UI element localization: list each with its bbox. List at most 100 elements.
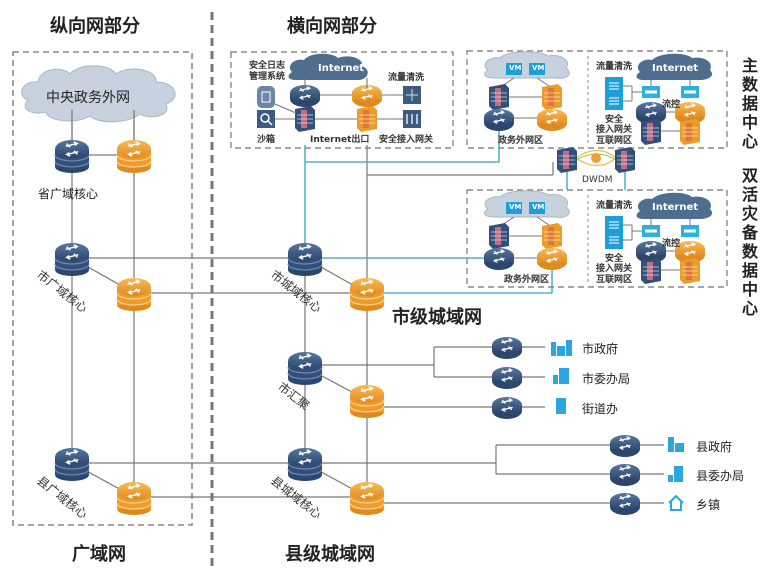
- backup-dc-internet-orange-firewall[interactable]: [679, 257, 701, 285]
- main-dc-gov-zone-label: 政务外网区: [498, 136, 544, 146]
- backup-dc-internet-zone-label: 互联网区: [596, 275, 633, 285]
- dwdm-left-device[interactable]: [556, 146, 578, 174]
- main-dc-frame: [466, 50, 728, 149]
- town-label: 乡镇: [696, 498, 721, 512]
- internet-exit-label: Internet出口: [310, 135, 370, 145]
- main-dc-internet-cloud: [636, 53, 713, 80]
- main-dc-navy-router[interactable]: [484, 109, 514, 131]
- internet-cloud: [288, 53, 368, 80]
- main-dc-flow-control-label: 流控: [662, 100, 681, 110]
- backup-dc-orange-router[interactable]: [537, 248, 567, 270]
- horizontal-section-title: 横向网部分: [287, 16, 377, 37]
- backup-dc-navy-firewall[interactable]: [488, 222, 510, 250]
- city-office-label: 市委办局: [582, 372, 631, 386]
- log-system-label-1: 安全日志: [249, 61, 286, 71]
- city-gov-router[interactable]: [492, 337, 522, 359]
- main-dc-gateway-label-1: 安全: [605, 115, 624, 125]
- wan-frame: [12, 51, 193, 526]
- main-dc-internet-navy-firewall[interactable]: [640, 118, 662, 146]
- main-dc-orange-firewall[interactable]: [541, 83, 563, 111]
- street-office-router[interactable]: [492, 397, 522, 419]
- internet-exit-navy-firewall[interactable]: [294, 105, 316, 133]
- central-cloud-label: 中央政务外网: [46, 90, 130, 106]
- backup-dc-vm-2-label: VM: [532, 203, 545, 211]
- log-server-icon: [257, 86, 275, 108]
- backup-dc-flow-control-label: 流控: [662, 239, 681, 249]
- main-dc-flow-control-1[interactable]: [642, 86, 660, 98]
- city-metro-core-orange-switch[interactable]: [350, 278, 384, 311]
- internet-exit-orange-firewall[interactable]: [356, 105, 378, 133]
- wan-links: [71, 120, 367, 498]
- backup-dc-navy-router[interactable]: [484, 248, 514, 270]
- city-wan-core-navy-switch[interactable]: [55, 243, 89, 276]
- main-dc-title: 主数据中心: [741, 56, 758, 151]
- county-office-router[interactable]: [610, 464, 640, 486]
- backup-dc-vm-1-label: VM: [509, 203, 522, 211]
- county-metro-core-navy-switch[interactable]: [288, 448, 322, 481]
- county-wan-core-navy-switch[interactable]: [55, 448, 89, 481]
- main-dc-gateway-label-2: 接入网关: [596, 125, 633, 135]
- internet-exit-orange-router[interactable]: [352, 85, 382, 107]
- main-dc-flow-control-2[interactable]: [681, 86, 699, 98]
- backup-dc-gateway-label-1: 安全: [605, 254, 624, 264]
- street-office-building-icon: [556, 398, 566, 414]
- backup-dc-frame: [466, 189, 728, 288]
- county-office-building-icon: [668, 466, 683, 482]
- city-gov-label: 市政府: [582, 342, 619, 356]
- town-house-icon: [668, 494, 684, 511]
- city-government-building-icon: [551, 340, 572, 356]
- province-core-label: 省广域核心: [38, 187, 99, 201]
- city-metro-core-navy-switch[interactable]: [288, 243, 322, 276]
- secure-gateway-device-icon: [403, 110, 421, 128]
- main-dc-vm-2-label: VM: [532, 64, 545, 72]
- secure-gateway-label: 安全接入网关: [379, 135, 434, 145]
- log-system-label-2: 管理系统: [249, 72, 286, 82]
- traffic-cleaning-device-icon: [403, 86, 421, 104]
- sandbox-search-icon: [257, 110, 275, 128]
- wan-title: 广域网: [72, 544, 126, 565]
- county-metro-title: 县级城域网: [285, 544, 375, 565]
- dwdm-label: DWDM: [582, 175, 613, 185]
- dwdm-right-device[interactable]: [614, 146, 636, 174]
- central-gov-cloud: [21, 65, 176, 123]
- county-metro-core-orange-switch[interactable]: [350, 482, 384, 515]
- backup-dc-vm-cloud: [484, 190, 570, 218]
- county-gov-label: 县政府: [696, 440, 733, 454]
- internet-cloud-label: Internet: [318, 63, 365, 74]
- backup-dc-internet-navy-firewall[interactable]: [640, 257, 662, 285]
- main-dc-navy-firewall[interactable]: [488, 83, 510, 111]
- internet-exit-navy-router[interactable]: [290, 85, 320, 107]
- main-dc-gateway-device[interactable]: [604, 91, 624, 111]
- province-core-orange-switch[interactable]: [117, 140, 151, 173]
- city-metro-title: 市级城域网: [392, 307, 482, 328]
- backup-dc-gateway-device[interactable]: [604, 230, 624, 250]
- backup-dc-cleaning-label: 流量清洗: [596, 201, 633, 211]
- backup-dc-internet-label: Internet: [652, 202, 699, 213]
- city-agg-navy-switch[interactable]: [288, 352, 322, 385]
- main-dc-internet-zone-label: 互联网区: [596, 136, 633, 146]
- county-government-building-icon: [668, 437, 684, 452]
- main-dc-internet-label: Internet: [652, 63, 699, 74]
- vertical-section-title: 纵向网部分: [50, 16, 140, 37]
- backup-dc-flow-control-1[interactable]: [642, 225, 660, 237]
- main-dc-orange-router[interactable]: [537, 109, 567, 131]
- street-office-label: 街道办: [582, 402, 619, 416]
- main-dc-internet-orange-firewall[interactable]: [679, 118, 701, 146]
- main-dc-vm-1-label: VM: [509, 64, 522, 72]
- dwdm-link: [574, 149, 617, 167]
- internet-exit-frame: [230, 51, 454, 149]
- sandbox-label: 沙箱: [257, 135, 276, 145]
- county-gov-router[interactable]: [610, 435, 640, 457]
- backup-dc-internet-cloud: [636, 192, 713, 219]
- county-wan-core-orange-switch[interactable]: [117, 482, 151, 515]
- backup-dc-flow-control-2[interactable]: [681, 225, 699, 237]
- city-agg-orange-switch[interactable]: [350, 385, 384, 418]
- main-dc-cleaning-label: 流量清洗: [596, 62, 633, 72]
- city-wan-core-orange-switch[interactable]: [117, 278, 151, 311]
- main-dc-vm-cloud: [484, 51, 570, 79]
- backup-dc-orange-firewall[interactable]: [541, 222, 563, 250]
- county-office-label: 县委办局: [696, 469, 745, 483]
- city-office-router[interactable]: [492, 367, 522, 389]
- town-router[interactable]: [610, 493, 640, 515]
- province-core-navy-switch[interactable]: [55, 140, 89, 173]
